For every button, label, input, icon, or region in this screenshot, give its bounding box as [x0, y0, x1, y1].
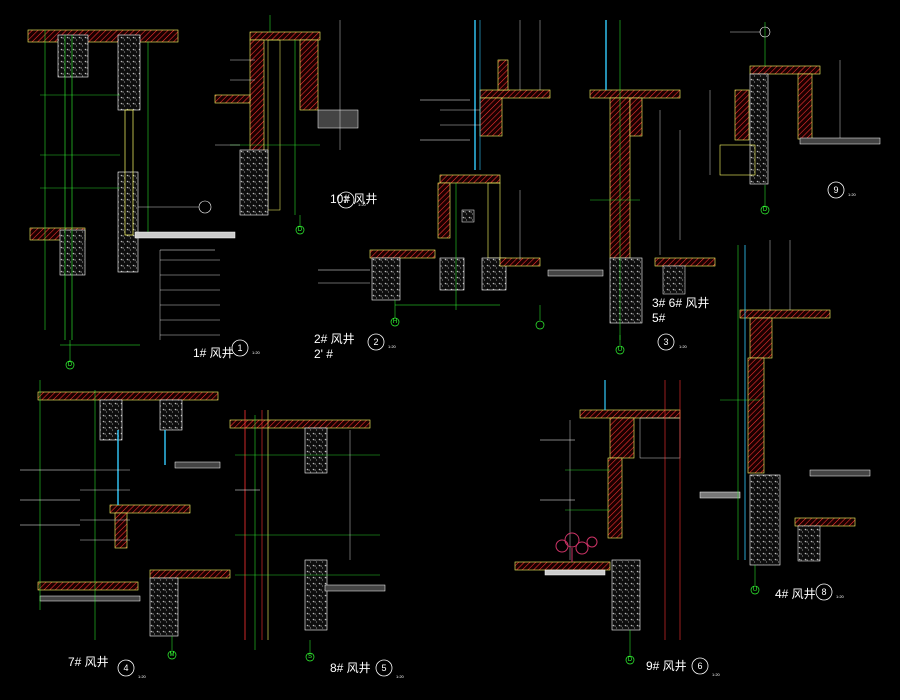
detail-number: 3	[663, 337, 668, 347]
detail-scale: 1:20	[712, 672, 721, 677]
detail-marker	[375, 659, 393, 677]
axis-marker	[65, 360, 75, 370]
axis-marker	[750, 585, 760, 595]
detail-marker	[117, 659, 135, 677]
axis-number: S	[308, 654, 312, 660]
detail-marker	[815, 583, 833, 601]
detail-number: 8	[821, 587, 826, 597]
detail-scale: 1:20	[396, 674, 405, 679]
detail-label: 7# 风井	[68, 655, 109, 669]
detail-5: S 8# 风井 5 1:20	[229, 410, 405, 679]
detail-scale: 1:20	[848, 192, 857, 197]
axis-marker	[295, 225, 305, 235]
axis-marker	[305, 652, 315, 662]
detail-marker	[367, 333, 385, 351]
detail-label: 4# 风井	[775, 587, 816, 601]
detail-marker	[827, 181, 845, 199]
detail-4: M 7# 风井 4 1:20	[37, 380, 231, 679]
axis-marker	[625, 655, 635, 665]
detail-number: 5	[381, 663, 386, 673]
detail-number: 7	[343, 195, 348, 205]
detail-scale: 1:20	[358, 202, 367, 207]
annotation-strokes	[20, 99, 575, 526]
detail-marker	[231, 339, 249, 357]
axis-marker	[615, 345, 625, 355]
detail-number: 2	[373, 337, 378, 347]
detail-6: D 9# 风井 6 1:20	[514, 380, 721, 677]
axis-number: D	[628, 657, 633, 663]
axis-marker	[390, 317, 400, 327]
detail-2-upper-shaft	[440, 20, 551, 170]
detail-scale: 1:20	[836, 594, 845, 599]
detail-number: 6	[697, 661, 702, 671]
detail-2: H 2# 风井 2' # 2 1:20	[314, 174, 541, 361]
detail-1: D 1# 风井 1 1:20	[27, 29, 261, 370]
detail-8: U 4# 风井 8 1:20	[699, 240, 871, 601]
detail-marker	[657, 333, 675, 351]
detail-number: 4	[123, 663, 128, 673]
detail-number: 9	[833, 185, 838, 195]
detail-scale: 1:20	[252, 350, 261, 355]
detail-scale: 1:20	[679, 344, 688, 349]
detail-number: 1	[237, 343, 242, 353]
axis-number: M	[170, 652, 175, 658]
detail-sublabel: 2' #	[314, 347, 333, 361]
detail-label: 2# 风井	[314, 332, 355, 346]
axis-number: U	[618, 347, 622, 353]
detail-9: D 9 1:20	[709, 22, 881, 215]
detail-marker	[337, 191, 355, 209]
plant-symbol	[555, 532, 598, 562]
detail-label: 8# 风井	[330, 661, 371, 675]
detail-label: 3# 6# 风井	[652, 296, 709, 310]
detail-scale: 1:20	[388, 344, 397, 349]
axis-marker	[167, 650, 177, 660]
axis-marker	[760, 205, 770, 215]
detail-label: 9# 风井	[646, 659, 687, 673]
detail-scale: 1:20	[138, 674, 147, 679]
detail-3: U 3# 6# 风井 5# 3 1:20	[535, 20, 716, 355]
axis-number: D	[763, 207, 768, 213]
axis-number: D	[68, 362, 73, 368]
detail-label: 1# 风井	[193, 346, 234, 360]
axis-number: U	[753, 587, 757, 593]
detail-7: D 10# 风井 7 1:20	[214, 15, 377, 235]
axis-number: D	[298, 227, 303, 233]
axis-number: H	[393, 319, 397, 325]
detail-sublabel: 5#	[652, 311, 666, 325]
detail-marker	[691, 657, 709, 675]
